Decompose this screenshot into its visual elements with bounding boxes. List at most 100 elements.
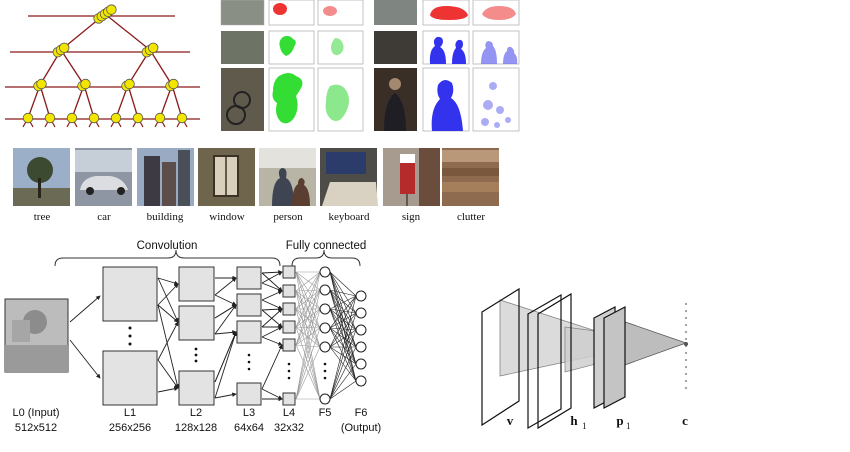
fc-edge — [329, 327, 357, 382]
layer-name-2: L2 — [190, 407, 202, 419]
fc-edge — [295, 344, 321, 348]
category-label-car: car — [97, 211, 111, 223]
fc-edge — [329, 271, 357, 314]
connection-arrow — [261, 269, 283, 275]
fully-connected-neurons — [319, 266, 367, 405]
label-h-subscript: 1 — [582, 421, 587, 431]
category-label-building: building — [147, 211, 184, 223]
convolution-label: Convolution — [137, 240, 198, 252]
tree-nodes — [22, 4, 188, 124]
input-image — [4, 298, 69, 373]
fc-edge — [329, 312, 357, 348]
red-car-prediction — [323, 6, 337, 16]
layer-size-0: 512x512 — [15, 422, 57, 434]
category-thumbnails — [13, 148, 499, 206]
photo-cars — [374, 0, 417, 25]
connection-arrow — [214, 304, 237, 335]
fc-edge — [329, 271, 357, 297]
layer-name-3: L3 — [243, 407, 255, 419]
connection-arrow — [157, 277, 179, 286]
level1-node — [58, 42, 70, 54]
F5-neuron — [319, 284, 331, 296]
fc-edge — [329, 289, 357, 297]
fc-edge — [329, 289, 357, 331]
tree-edge — [60, 49, 85, 86]
layer-name-5: F5 — [319, 407, 332, 419]
output-unit-dot — [684, 386, 688, 390]
F6-neuron — [355, 358, 367, 370]
root-node — [106, 4, 117, 15]
connection-arrow — [157, 321, 179, 361]
output-unit-dot — [684, 358, 688, 362]
connection-arrow — [261, 271, 283, 284]
leaf-node — [22, 112, 34, 124]
connection-arrow — [261, 282, 283, 292]
ellipsis-dot — [323, 369, 327, 373]
thumb-keyboard — [320, 148, 378, 206]
layer-v-plane — [481, 287, 520, 427]
layer-p1-plane-front — [603, 306, 626, 409]
F5-neuron — [319, 341, 331, 353]
leaf-node — [66, 112, 78, 124]
photo-people — [374, 31, 417, 64]
connection-arrow — [69, 339, 101, 379]
output-unit-dot — [684, 379, 688, 383]
connection-arrow — [261, 299, 283, 310]
tree-edge — [171, 84, 183, 119]
fc-edge — [329, 289, 357, 314]
fully-connected-brace — [291, 249, 361, 267]
connection-arrow — [261, 308, 283, 328]
connection-arrow — [214, 277, 237, 296]
fc-edge — [329, 346, 357, 400]
layer-labels: L0 (Input)512x512L1256x256L2128x128L364x… — [12, 407, 381, 434]
tree-edges — [5, 13, 200, 128]
deep-belief-network-diagram: v h 1 p 1 c — [481, 287, 688, 431]
fc-edge — [295, 271, 321, 292]
fc-edge — [329, 363, 357, 400]
hierarchical-tree-diagram — [5, 4, 200, 128]
fc-edge — [329, 295, 357, 400]
leaf-node — [110, 112, 122, 124]
output-units-column — [684, 302, 688, 390]
fc-edge — [295, 344, 321, 400]
fc-edge — [329, 312, 357, 400]
thumb-building — [137, 148, 194, 206]
thumb-clutter — [442, 148, 499, 206]
fc-edge — [329, 380, 357, 400]
level2-node — [124, 78, 135, 90]
connection-arrow — [157, 304, 179, 323]
thumb-sign — [383, 148, 440, 206]
green-prediction — [331, 38, 344, 56]
fc-edge — [295, 346, 321, 400]
layer-size-6: (Output) — [341, 422, 381, 434]
category-label-window: window — [209, 211, 245, 223]
fully-connected-connections — [295, 271, 357, 400]
fc-edge — [329, 295, 357, 310]
ellipsis-dot — [323, 376, 327, 380]
output-unit-dot — [684, 351, 688, 355]
category-label-keyboard: keyboard — [329, 211, 370, 223]
convolution-connections — [69, 269, 283, 402]
layer-L3-maps — [236, 266, 262, 406]
blue-man-prediction — [481, 82, 511, 128]
F5-neuron — [319, 322, 331, 334]
connection-arrow — [157, 359, 179, 389]
green-mask — [279, 35, 296, 56]
fc-edge — [329, 312, 357, 329]
green-bicycle-prediction — [325, 84, 349, 121]
tree-edge — [127, 84, 139, 119]
output-apex — [684, 342, 688, 346]
connection-arrow — [214, 331, 238, 399]
level2-node — [36, 78, 47, 90]
fc-edge — [295, 289, 321, 346]
convolution-brace — [54, 249, 281, 267]
fc-edge — [329, 327, 357, 348]
layer-size-2: 128x128 — [175, 422, 217, 434]
label-c: c — [682, 413, 688, 428]
leaf-node — [88, 112, 100, 124]
red-car-prediction-wide — [482, 6, 516, 20]
F6-neuron — [355, 375, 367, 387]
fc-edge — [329, 327, 357, 365]
fc-edge — [295, 271, 321, 400]
